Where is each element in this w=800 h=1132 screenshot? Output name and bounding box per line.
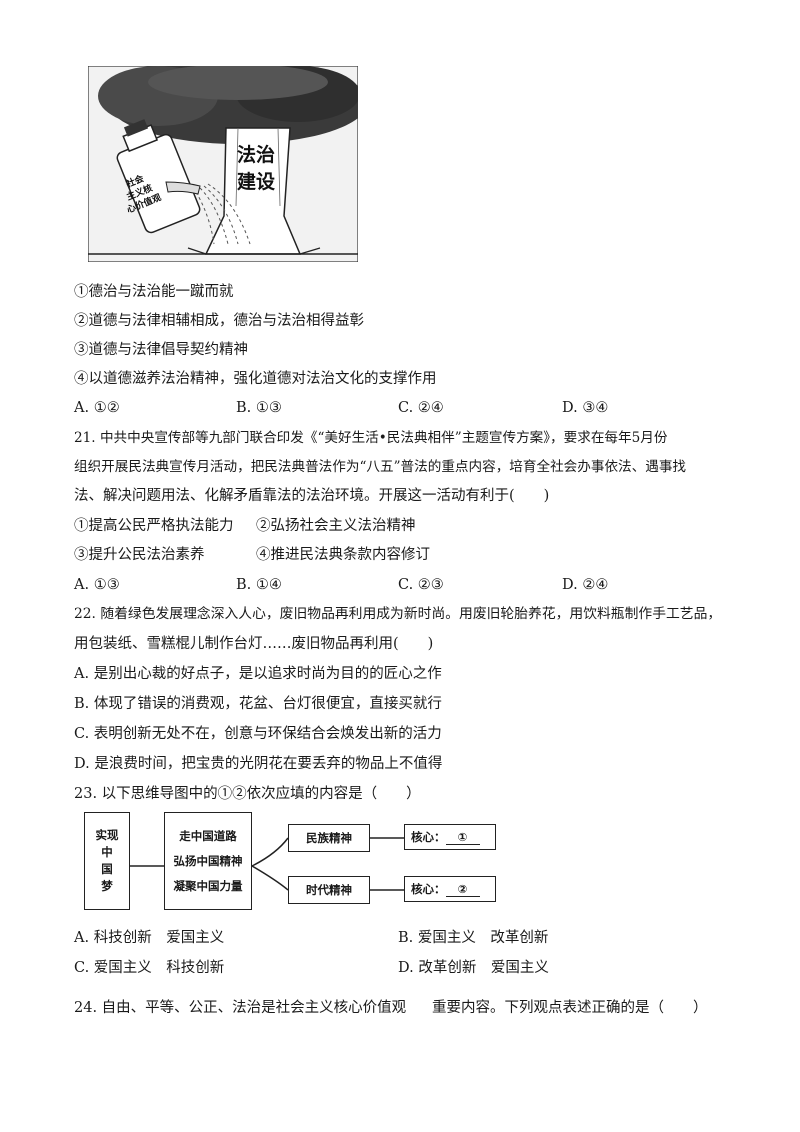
q20-option-a: A. ①② <box>74 400 120 416</box>
q22-stem-line-1: 22. 随着绿色发展理念深入人心，废旧物品再利用成为新时尚。用废旧轮胎养花，用饮… <box>74 606 722 622</box>
q20-option-c: C. ②④ <box>398 400 444 416</box>
q23-option-a: A. 科技创新 爱国主义 <box>74 930 225 946</box>
q20-item-1: ①德治与法治能一蹴而就 <box>74 284 234 300</box>
q21-option-b: B. ①④ <box>236 577 282 593</box>
q21-option-c: C. ②③ <box>398 577 444 593</box>
mindmap-root-line-3: 国 <box>101 862 113 876</box>
mindmap-core-bottom: 核心： ② <box>404 876 496 902</box>
q21-option-d: D. ②④ <box>562 577 609 593</box>
mindmap-middle-line-3: 凝聚中国力量 <box>173 878 243 893</box>
mindmap-root-box: 实现 中 国 梦 <box>84 812 130 910</box>
q21-item-4: ④推进民法典条款内容修订 <box>256 547 430 563</box>
q23-stem: 23. 以下思维导图中的①②依次应填的内容是（ ） <box>74 786 421 802</box>
mindmap-branch-bottom: 时代精神 <box>288 876 370 904</box>
q21-stem-line-2: 组织开展民法典宣传月活动，把民法典普法作为“八五”普法的重点内容，培育全社会办事… <box>74 459 687 475</box>
mindmap-core-top: 核心： ① <box>404 824 496 850</box>
q23-option-c: C. 爱国主义 科技创新 <box>74 960 225 976</box>
mindmap-root-line-4: 梦 <box>101 879 113 893</box>
q21-option-a: A. ①③ <box>74 577 120 593</box>
q22-option-b: B. 体现了错误的消费观，花盆、台灯很便宜，直接买就行 <box>74 696 442 712</box>
q22-option-c: C. 表明创新无处不在，创意与环保结合会焕发出新的活力 <box>74 726 442 742</box>
mindmap-middle-box: 走中国道路 弘扬中国精神 凝聚中国力量 <box>164 812 252 910</box>
mindmap-middle-line-1: 走中国道路 <box>179 828 237 843</box>
mindmap-core-bottom-blank: ② <box>445 882 480 897</box>
mindmap-branch-top: 民族精神 <box>288 824 370 852</box>
q22-option-a: A. 是别出心裁的好点子，是以追求时尚为目的的匠心之作 <box>74 666 442 682</box>
q21-stem-line-3: 法、解决问题用法、化解矛盾靠法的法治环境。开展这一活动有利于( ) <box>74 488 550 504</box>
q23-option-d: D. 改革创新 爱国主义 <box>398 960 549 976</box>
mindmap-root-line-1: 实现 <box>95 828 119 842</box>
mindmap-core-top-label: 核心： <box>411 830 446 844</box>
mindmap-root-line-2: 中 <box>101 845 113 859</box>
q20-item-4: ④以道德滋养法治精神，强化道德对法治文化的支撑作用 <box>74 371 437 387</box>
cartoon-illustration: 法治 建设 社会 主义核 心价值观 <box>88 66 358 262</box>
q24-stem-part-1: 24. 自由、平等、公正、法治是社会主义核心价值观 <box>74 1000 407 1016</box>
mindmap-middle-line-2: 弘扬中国精神 <box>173 853 243 868</box>
q21-stem-line-1: 21. 中共中央宣传部等九部门联合印发《“美好生活•民法典相伴”主题宣传方案》，… <box>74 430 668 446</box>
mindmap-core-bottom-label: 核心： <box>411 882 446 896</box>
q20-item-2: ②道德与法律相辅相成，德治与法治相得益彰 <box>74 313 364 329</box>
q21-item-2: ②弘扬社会主义法治精神 <box>256 518 416 534</box>
mindmap-connectors <box>130 837 404 891</box>
q21-item-1: ①提高公民严格执法能力 <box>74 518 234 534</box>
trunk-text-1: 法治 <box>237 143 275 166</box>
q20-item-3: ③道德与法律倡导契约精神 <box>74 342 248 358</box>
mindmap-core-top-blank: ① <box>445 830 480 845</box>
q22-option-d: D. 是浪费时间，把宝贵的光阴花在要丢弃的物品上不值得 <box>74 756 443 772</box>
q22-stem-line-2: 用包装纸、雪糕棍儿制作台灯……废旧物品再利用( ) <box>74 636 434 652</box>
q21-item-3: ③提升公民法治素养 <box>74 547 205 563</box>
q24-stem-part-2: 重要内容。下列观点表述正确的是（ ） <box>432 1000 708 1016</box>
q23-option-b: B. 爱国主义 改革创新 <box>398 930 549 946</box>
q20-option-b: B. ①③ <box>236 400 282 416</box>
trunk-text-2: 建设 <box>237 170 275 193</box>
q20-option-d: D. ③④ <box>562 400 609 416</box>
